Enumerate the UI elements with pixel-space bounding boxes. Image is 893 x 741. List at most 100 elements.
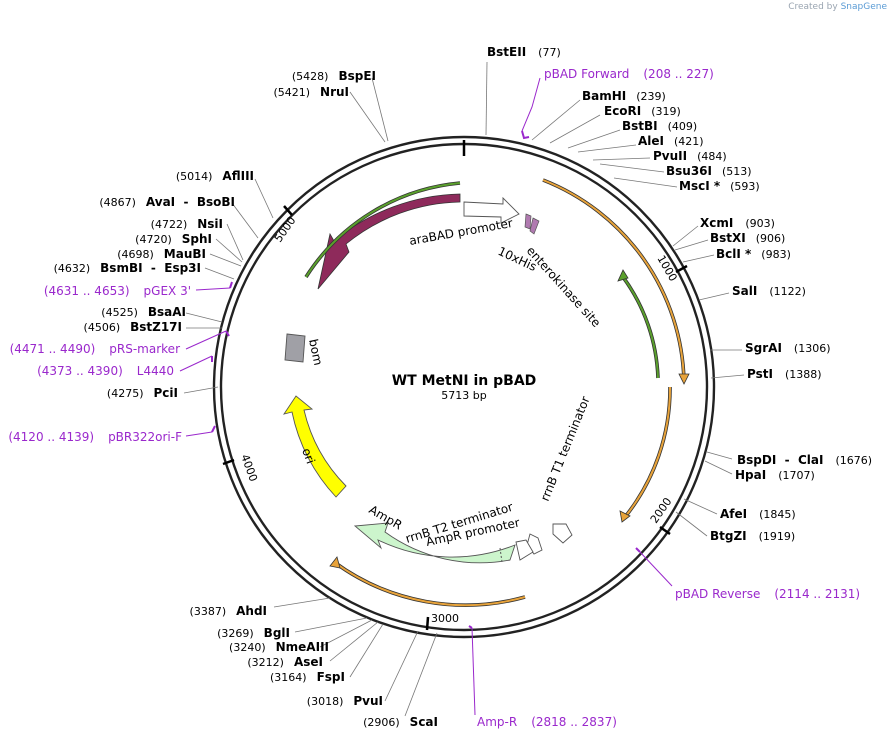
line-AvaI [231,202,259,239]
primer-lines [179,77,673,716]
enzyme-NruI[interactable]: (5421)NruI [273,85,349,99]
arc-green-right [621,275,660,379]
enzyme-BsmBI-Esp3I[interactable]: (4632)BsmBI - Esp3I [54,261,201,275]
enzyme-EcoRI[interactable]: EcoRI(319) [604,104,681,118]
plasmid-length: 5713 bp [441,389,486,402]
line-HpaI [704,460,733,475]
enzyme-ScaI[interactable]: (2906)ScaI [363,715,438,729]
feature-araC[interactable] [317,193,461,290]
line-BamHI [531,99,581,141]
line-pGEX3 [195,287,231,291]
line-BsaAI [185,312,223,323]
primer-pBR322ori-F[interactable]: (4120 .. 4139)pBR322ori-F [8,430,182,444]
enzyme-BtgZI[interactable]: BtgZI(1919) [710,529,795,543]
enzyme-HpaI[interactable]: HpaI(1707) [735,468,815,482]
backbone-outer [212,135,716,639]
line-FspI [349,623,384,678]
primer-L4440[interactable]: (4373 .. 4390)L4440 [37,364,174,378]
primer-pBAD-Reverse[interactable]: pBAD Reverse(2114 .. 2131) [675,587,860,601]
feature-rrnB-T1-terminator[interactable] [552,523,573,544]
snapgene-credit: Created by SnapGene [788,2,887,12]
enzyme-NmeAIII[interactable]: (3240)NmeAIII [229,640,329,654]
tick-mark [659,525,671,536]
line-AhdI [273,597,331,608]
label-araBAD-promoter: araBAD promoter [408,216,514,248]
line-AseI [329,621,379,662]
line-BtgZI [675,511,708,537]
enzyme-FspI[interactable]: (3164)FspI [270,670,345,684]
arc-orange-bottom-fill [333,561,526,607]
feature-ori[interactable] [282,395,347,498]
line-BglI [294,617,368,633]
mark-pBR322ori-F [211,425,216,433]
tick-mark [222,458,235,466]
enzyme-NsiI[interactable]: (4722)NsiI [151,217,223,231]
enzyme-PvuII[interactable]: PvuII(484) [653,149,727,163]
enzyme-BamHI[interactable]: BamHI(239) [582,89,666,103]
enzyme-PstI[interactable]: PstI(1388) [747,367,822,381]
line-PvuI [384,630,419,702]
primer-Amp-R[interactable]: Amp-R(2818 .. 2837) [477,715,617,729]
enzyme-Bsu36I[interactable]: Bsu36I(513) [666,164,752,178]
enzyme-AleI[interactable]: AleI(421) [638,134,704,148]
enzyme-BglI[interactable]: (3269)BglI [217,626,290,640]
enzyme-SphI[interactable]: (4720)SphI [135,232,212,246]
enzyme-BstEII[interactable]: BstEII(77) [487,45,561,59]
enzyme-PvuI[interactable]: (3018)PvuI [307,694,383,708]
tick-3000: 3000 [425,612,459,631]
enzyme-AfeI[interactable]: AfeI(1845) [720,507,796,521]
enzyme-XcmI[interactable]: XcmI(903) [700,216,775,230]
enzyme-BstXI[interactable]: BstXI(906) [710,231,785,245]
enzyme-BsaAI[interactable]: (4525)BsaAI [101,305,186,319]
enzyme-PciI[interactable]: (4275)PciI [107,386,178,400]
feature-AmpR-promoter[interactable] [515,539,534,561]
line-BstXI [674,239,709,251]
feature-bom[interactable] [284,333,306,363]
enzyme-MscI[interactable]: MscI *(593) [679,179,760,193]
primer-pGEX3[interactable]: (4631 .. 4653)pGEX 3' [44,284,191,298]
line-Bsu36I [599,163,665,173]
enzyme-BspEI[interactable]: (5428)BspEI [292,69,376,83]
plasmid-name: WT MetNI in pBAD [392,373,537,389]
primers-layer: pBAD Forward(208 .. 227) pBAD Reverse(21… [8,67,860,729]
tick-label: 4000 [238,453,260,484]
enzyme-AflIII[interactable]: (5014)AflIII [176,169,254,183]
line-NsiI [226,223,244,261]
enzymes-left: (2906)ScaI (3018)PvuI (3164)FspI (3212)A… [54,69,438,729]
arc-orange-bottom [332,560,526,607]
label-ori: ori [299,446,317,465]
enzyme-SgrAI[interactable]: SgrAI(1306) [745,341,830,355]
line-NmeAIII [319,619,373,648]
feature-AmpR[interactable] [353,522,516,564]
enzyme-MauBI[interactable]: (4698)MauBI [117,247,206,261]
line-XcmI [672,225,699,247]
features-layer: araC araBAD promoter 10xHis enterokinase… [282,178,690,607]
line-PciI [183,386,219,394]
enzyme-AvaI-BsoBI[interactable]: (4867)AvaI - BsoBI [99,195,235,209]
enzyme-BstBI[interactable]: BstBI(409) [622,119,697,133]
line-AflIII [254,178,274,219]
primer-pRS-marker[interactable]: (4471 .. 4490)pRS-marker [10,342,180,356]
enzyme-lines [183,61,745,717]
enzyme-BstZ17I[interactable]: (4506)BstZ17I [84,320,182,334]
enzyme-BclI[interactable]: BclI *(983) [716,247,791,261]
primer-pBAD-Forward[interactable]: pBAD Forward(208 .. 227) [544,67,714,81]
enzyme-AseI[interactable]: (3212)AseI [247,655,323,669]
line-BstEII [485,61,488,136]
line-Amp-R [471,627,476,716]
enzyme-SalI[interactable]: SalI(1122) [732,284,806,298]
feature-enterokinase-site[interactable] [529,217,540,235]
feature-10xHis[interactable] [524,213,532,230]
mark-Amp-R [468,625,473,629]
line-BspDI [706,451,733,460]
enzymes-right: BstEII(77) BamHI(239) EcoRI(319) BstBI(4… [487,45,872,543]
tick-label: 3000 [431,612,459,625]
tick-mark [675,264,688,274]
feature-araBAD-promoter[interactable] [463,196,520,224]
enzyme-AhdI[interactable]: (3387)AhdI [190,604,267,618]
line-PstI [710,374,745,379]
mark-pBAD-Forward [521,130,530,140]
enzyme-BspDI-ClaI[interactable]: BspDI - ClaI(1676) [737,453,872,467]
line-pRS-marker [185,330,227,350]
ticks-layer: 1000 2000 3000 4000 5000 [222,205,688,631]
